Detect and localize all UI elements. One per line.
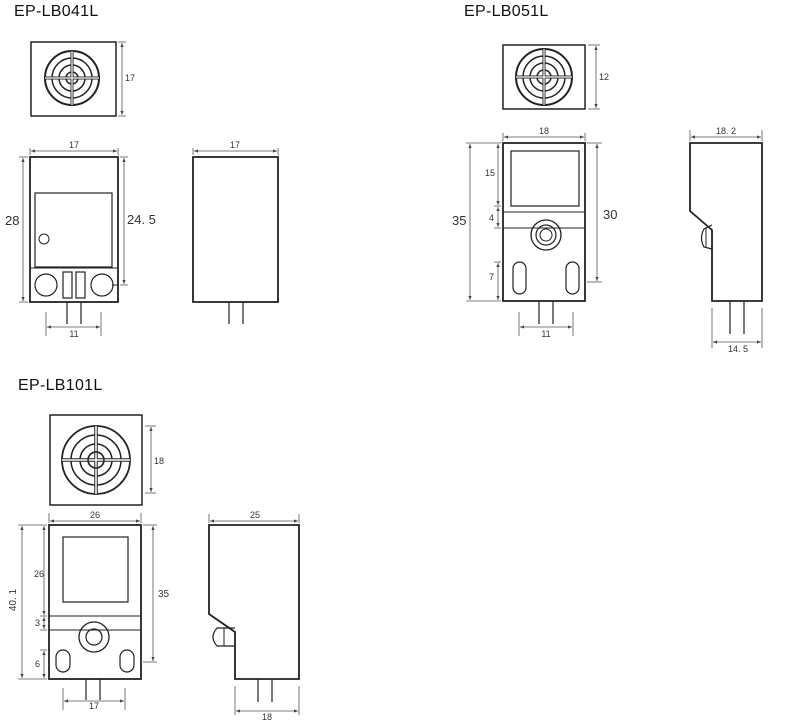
lb051l-lower-height-label: 7 <box>489 272 494 282</box>
lb041l-face-view <box>30 41 117 117</box>
lb101l-face-dimension <box>145 425 156 494</box>
lb101l-dimension-labels: 18 26 40. 1 26 3 6 35 17 25 18 <box>8 456 272 722</box>
lb101l-side-base-label: 18 <box>262 712 272 722</box>
lb041l-front-width-label: 17 <box>69 140 79 150</box>
lb051l-side-width-label: 18. 2 <box>716 126 736 136</box>
lb101l-total-height-label: 40. 1 <box>8 588 19 611</box>
lb101l-side-width-label: 25 <box>250 510 260 520</box>
lb051l-face-height-label: 12 <box>599 72 609 82</box>
lb101l-front-view <box>48 524 142 700</box>
lb101l-drawing <box>18 414 300 715</box>
lb041l-dimension-labels: 17 17 28 24. 5 11 17 <box>5 73 240 339</box>
lb041l-side-width-label: 17 <box>230 140 240 150</box>
model-title-lb101l: EP-LB101L <box>18 377 103 394</box>
lb051l-gap-height-label: 4 <box>489 213 494 223</box>
lb051l-total-height-label: 35 <box>452 213 466 228</box>
lb051l-front-view <box>502 142 586 324</box>
lb051l-pin-span-label: 11 <box>541 329 550 339</box>
lb101l-side-view <box>208 524 300 702</box>
lb051l-face-dimension <box>588 44 600 110</box>
model-title-lb041l: EP-LB041L <box>14 3 99 20</box>
lb051l-side-base-label: 14. 5 <box>728 344 748 354</box>
lb101l-face-height-label: 18 <box>154 456 164 466</box>
lb041l-drawing <box>19 41 279 336</box>
lb101l-front-width-label: 26 <box>90 510 100 520</box>
lb101l-face-view <box>49 414 143 506</box>
lb051l-dimension-labels: 12 18 35 15 4 7 30 11 18. 2 14. 5 <box>452 72 748 354</box>
lb101l-front-dimensions <box>18 513 157 710</box>
lb101l-pin-span-label: 17 <box>89 701 99 711</box>
lb041l-body-height-label: 24. 5 <box>127 212 156 227</box>
lb041l-total-height-label: 28 <box>5 213 19 228</box>
lb051l-front-dimensions <box>466 133 602 336</box>
lb051l-side-dimensions <box>689 130 763 348</box>
lb051l-upper-height-label: 15 <box>485 168 495 178</box>
lb051l-body-height-label: 30 <box>603 207 617 222</box>
lb041l-face-dimension <box>118 41 126 117</box>
lb101l-body-height-label: 35 <box>158 589 170 600</box>
lb041l-side-view <box>192 156 279 324</box>
lb051l-face-view <box>502 44 586 110</box>
lb041l-side-dimension <box>192 148 279 155</box>
lb041l-front-view <box>29 156 119 324</box>
lb051l-side-view <box>689 142 763 334</box>
lb041l-face-height-label: 17 <box>125 73 135 83</box>
lb041l-pin-span-label: 11 <box>69 329 78 339</box>
lb101l-upper-height-label: 26 <box>34 569 44 579</box>
lb101l-side-dimensions <box>208 514 300 715</box>
lb101l-lower-height-label: 6 <box>35 659 40 669</box>
model-title-lb051l: EP-LB051L <box>464 3 549 20</box>
lb051l-drawing <box>466 44 763 348</box>
lb101l-gap-height-label: 3 <box>35 618 40 628</box>
lb041l-front-dimensions <box>19 148 128 336</box>
lb051l-front-width-label: 18 <box>539 126 549 136</box>
